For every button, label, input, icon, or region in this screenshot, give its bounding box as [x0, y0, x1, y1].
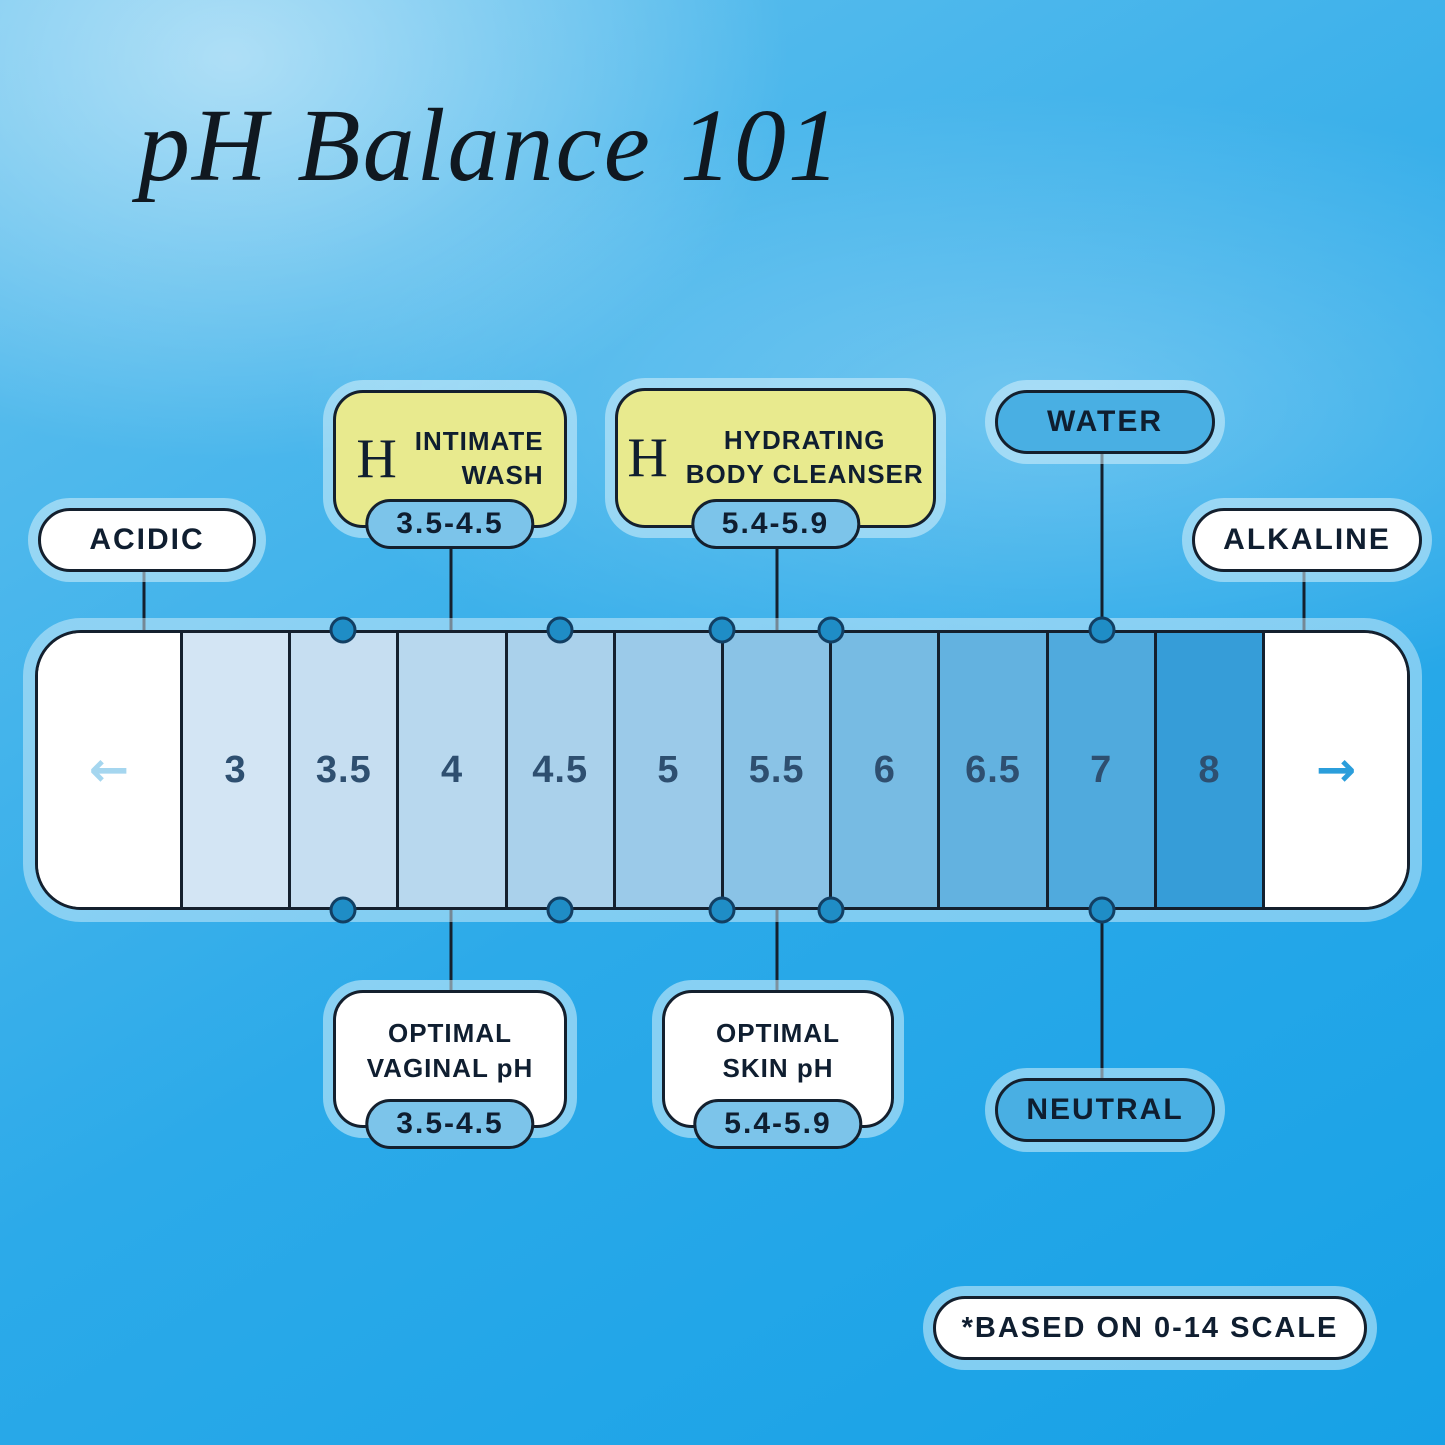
range-dot-bottom-5-4: [708, 896, 736, 924]
scale-segment-3-5: 3.5: [288, 633, 397, 907]
brand-h-logo-icon: H: [627, 427, 668, 489]
body-cleanser-label: HYDRATING BODY CLEANSER: [686, 424, 924, 492]
optimal-skin-label: OPTIMAL SKIN pH: [716, 1016, 840, 1102]
segment-value: 4: [440, 748, 464, 791]
connector-alkaline: [1302, 558, 1306, 634]
arrow-right-icon: →: [1315, 742, 1357, 798]
scale-footnote: *BASED ON 0-14 SCALE: [933, 1296, 1367, 1360]
optimal-skin-line2: SKIN pH: [722, 1053, 834, 1083]
intimate-wash-label: INTIMATE WASH: [415, 425, 544, 493]
acidic-label-text: ACIDIC: [89, 523, 205, 556]
ph-scale-track: ← 3 3.5 4 4.5 5 5.5 6 6.5 7 8 →: [35, 630, 1410, 910]
connector-intimate-wash: [449, 540, 453, 634]
intimate-wash-callout: H INTIMATE WASH 3.5-4.5: [333, 390, 567, 549]
body-cleanser-line2: BODY CLEANSER: [685, 459, 924, 489]
arrow-left-icon: ←: [88, 742, 130, 798]
connector-optimal-vaginal: [449, 906, 453, 992]
range-dot-top-5-4: [708, 616, 736, 644]
connector-acidic: [142, 558, 146, 634]
body-cleanser-line1: HYDRATING: [723, 425, 886, 456]
scale-segment-4-5: 4.5: [504, 633, 613, 907]
intimate-wash-range-badge: 3.5-4.5: [365, 499, 535, 549]
intimate-wash-line1: INTIMATE: [414, 426, 544, 457]
neutral-label-text: NEUTRAL: [1026, 1093, 1184, 1126]
scale-right-cap: →: [1262, 633, 1407, 907]
alkaline-label-text: ALKALINE: [1223, 523, 1391, 556]
range-dot-bottom-5-9: [817, 896, 845, 924]
ph-scale-bar: ← 3 3.5 4 4.5 5 5.5 6 6.5 7 8 →: [35, 616, 1410, 924]
range-dot-top-3-5: [329, 616, 357, 644]
segment-value: 7: [1090, 748, 1113, 791]
optimal-skin-range-badge: 5.4-5.9: [693, 1099, 863, 1149]
range-dot-top-7: [1088, 616, 1116, 644]
range-dot-bottom-7: [1088, 896, 1116, 924]
scale-segment-5: 5: [612, 633, 722, 907]
scale-segment-3: 3: [180, 633, 289, 907]
segment-value: 6.5: [965, 748, 1021, 791]
optimal-vaginal-callout: OPTIMAL VAGINAL pH 3.5-4.5: [333, 990, 567, 1149]
water-label-text: WATER: [1046, 405, 1164, 438]
scale-left-cap: ←: [38, 633, 180, 907]
scale-segment-4: 4: [396, 633, 505, 907]
optimal-vaginal-line2: VAGINAL pH: [366, 1053, 534, 1083]
connector-body-cleanser: [775, 542, 779, 634]
segment-value: 6: [873, 748, 896, 791]
body-cleanser-range-badge: 5.4-5.9: [690, 499, 861, 549]
scale-footnote-text: *BASED ON 0-14 SCALE: [961, 1311, 1339, 1344]
range-dot-top-4-5: [546, 616, 574, 644]
scale-segment-5-5: 5.5: [721, 633, 830, 907]
optimal-vaginal-label: OPTIMAL VAGINAL pH: [367, 1016, 533, 1102]
segment-value: 8: [1198, 748, 1221, 791]
optimal-skin-line1: OPTIMAL: [716, 1017, 840, 1048]
connector-water: [1100, 442, 1104, 634]
body-cleanser-callout: H HYDRATING BODY CLEANSER 5.4-5.9: [615, 388, 936, 549]
acidic-label: ACIDIC: [38, 508, 256, 572]
brand-h-logo-icon: H: [356, 428, 397, 490]
segment-value: 4.5: [532, 748, 589, 791]
connector-neutral: [1100, 906, 1104, 1082]
optimal-skin-callout: OPTIMAL SKIN pH 5.4-5.9: [662, 990, 894, 1149]
scale-segment-6-5: 6.5: [937, 633, 1046, 907]
scale-segment-8: 8: [1153, 633, 1263, 907]
range-dot-bottom-3-5: [329, 896, 357, 924]
optimal-vaginal-range-badge: 3.5-4.5: [365, 1099, 535, 1149]
segment-value: 5.5: [748, 748, 805, 791]
scale-segment-6: 6: [829, 633, 938, 907]
connector-optimal-skin: [775, 906, 779, 992]
neutral-label: NEUTRAL: [995, 1078, 1215, 1142]
segment-value: 3.5: [315, 748, 372, 791]
scale-segment-7: 7: [1045, 633, 1154, 907]
intimate-wash-line2: WASH: [461, 460, 544, 490]
segment-value: 5: [657, 748, 680, 791]
optimal-vaginal-line1: OPTIMAL: [387, 1017, 512, 1048]
water-label: WATER: [995, 390, 1215, 454]
page-title: pH Balance 101: [138, 88, 842, 203]
range-dot-top-5-9: [817, 616, 845, 644]
segment-value: 3: [224, 748, 247, 791]
range-dot-bottom-4-5: [546, 896, 574, 924]
alkaline-label: ALKALINE: [1192, 508, 1422, 572]
